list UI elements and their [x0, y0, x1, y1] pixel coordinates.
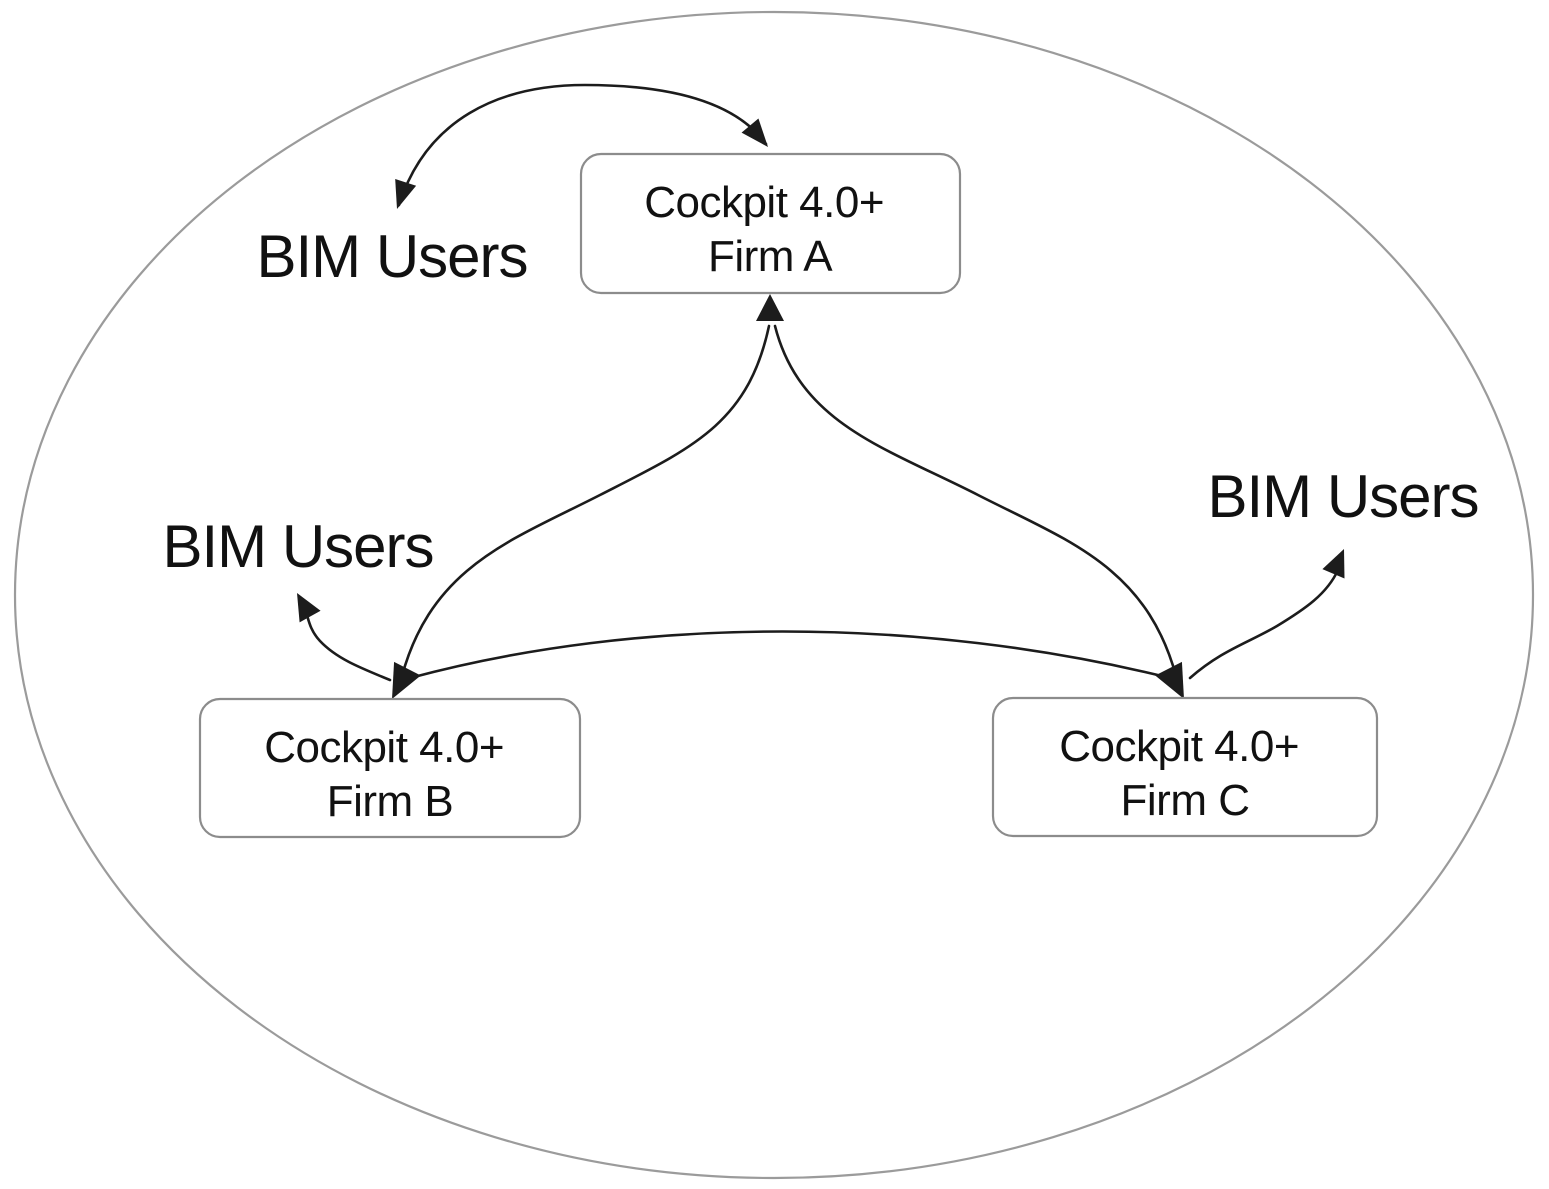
curve-firm-b-firm-a [400, 324, 771, 678]
arrowhead-to-bim-users-left [297, 593, 321, 623]
label-bim-users-right: BIM Users [1207, 463, 1478, 530]
node-firm-c-label: Cockpit 4.0+ Firm C [1059, 722, 1311, 825]
arrowhead-to-firm-a-bottom [756, 294, 784, 321]
node-firm-c-line2: Firm C [1121, 776, 1250, 825]
node-firm-a-label: Cockpit 4.0+ Firm A [644, 178, 896, 281]
squiggle-firm-c-bim-users [1188, 568, 1340, 680]
label-bim-users-left: BIM Users [162, 513, 433, 580]
node-firm-b-box [198, 697, 582, 839]
node-firm-a-box [579, 152, 962, 295]
arrowhead-to-firm-c-top [1155, 661, 1184, 699]
node-firm-b: Cockpit 4.0+ Firm B [198, 697, 582, 839]
node-firm-c: Cockpit 4.0+ Firm C [991, 696, 1379, 838]
node-firm-a-line1: Cockpit 4.0+ [644, 178, 884, 227]
curve-firm-c-firm-a [773, 324, 1178, 678]
arrowhead-to-bim-users-topleft [395, 178, 417, 209]
network-boundary-ellipse [13, 10, 1535, 1180]
node-firm-b-line2: Firm B [327, 777, 454, 826]
arrowhead-to-firm-a-top [741, 118, 768, 147]
node-firm-a-line2: Firm A [708, 232, 833, 281]
node-firm-b-line1: Cockpit 4.0+ [264, 723, 504, 772]
arc-bim-users-topleft-firm-a [397, 83, 768, 207]
node-firm-c-line1: Cockpit 4.0+ [1059, 722, 1299, 771]
arrowhead-to-firm-b-top [392, 661, 421, 699]
node-firm-c-box [991, 696, 1379, 838]
node-firm-b-label: Cockpit 4.0+ Firm B [264, 723, 516, 826]
arc-firm-b-firm-c [408, 630, 1172, 680]
arrowhead-to-bim-users-right [1322, 549, 1345, 579]
arrows [297, 83, 1345, 699]
label-bim-users-top-left: BIM Users [256, 223, 527, 290]
node-firm-a: Cockpit 4.0+ Firm A [579, 152, 962, 295]
